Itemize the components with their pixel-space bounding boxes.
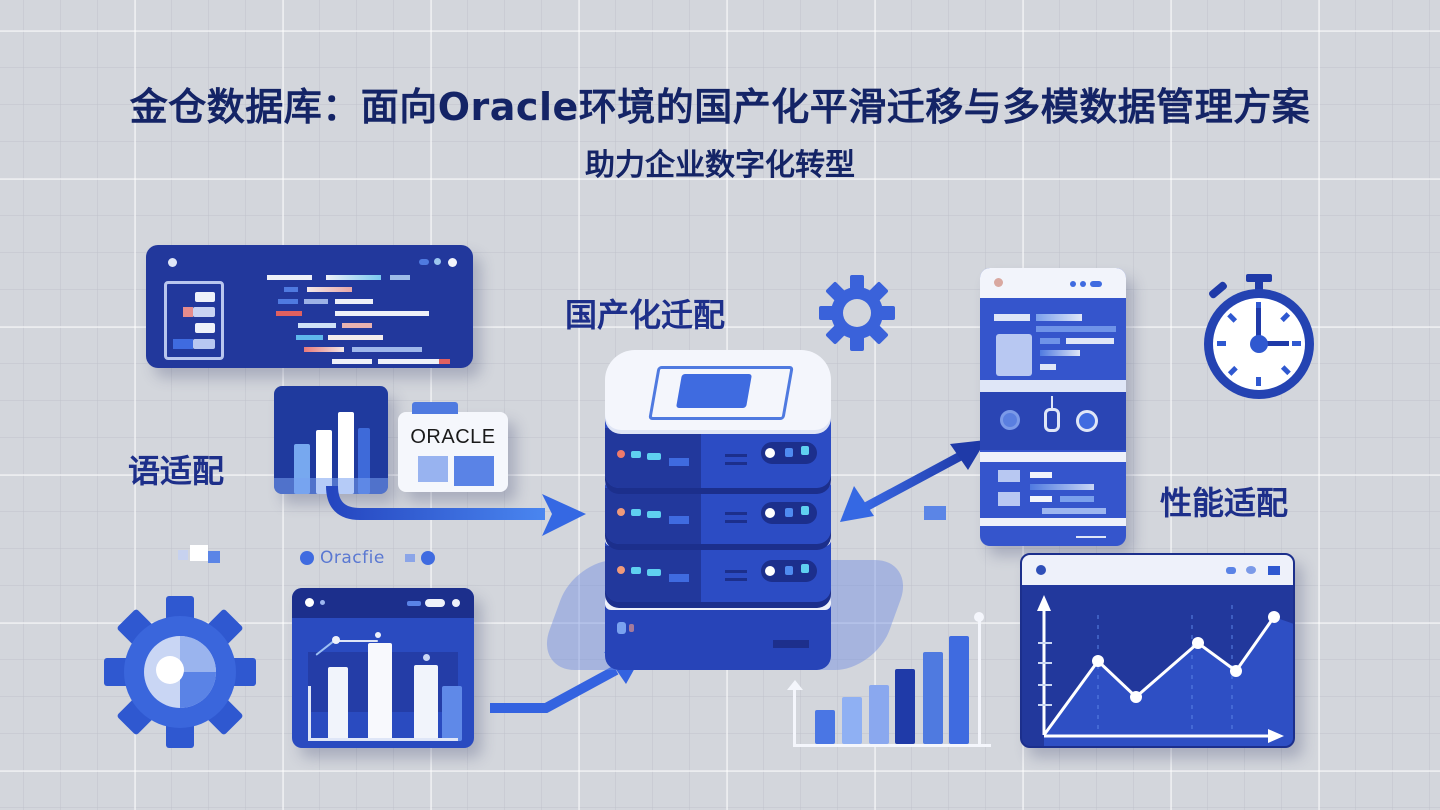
migration-arrow-icon: [326, 485, 586, 536]
app-window-icon: [980, 268, 1126, 546]
oracle-logo-text: ORACLE: [410, 426, 496, 448]
stopwatch-icon: [1204, 274, 1314, 399]
ascending-bar-chart: [785, 612, 995, 752]
line-chart-icon: [1020, 553, 1295, 748]
code-editor-icon: [146, 245, 473, 368]
domestic-adaptation-label: 国产化迁配: [565, 296, 726, 334]
server-stack-icon: [534, 350, 916, 680]
page-subtitle: 助力企业数字化转型: [585, 148, 855, 183]
performance-adaptation-label: 性能适配: [1160, 484, 1289, 522]
oracle-logo-icon: ORACLE: [398, 402, 508, 492]
gear-icon: [104, 596, 256, 748]
decorative-square: [924, 506, 946, 520]
bar-chart-icon: [274, 386, 388, 494]
bidirectional-arrow-icon: [840, 440, 986, 522]
server-top: [605, 350, 831, 430]
bar-chart-window: [292, 588, 474, 748]
page-title: 金仓数据库：面向Oracle环境的国产化平滑迁移与多模数据管理方案: [129, 85, 1311, 129]
oracle-caption: Oracfie: [300, 548, 435, 568]
syntax-adaptation-label: 语适配: [128, 452, 225, 490]
oracle-caption-text: Oracfie: [320, 548, 385, 568]
gear-icon: [819, 275, 895, 351]
